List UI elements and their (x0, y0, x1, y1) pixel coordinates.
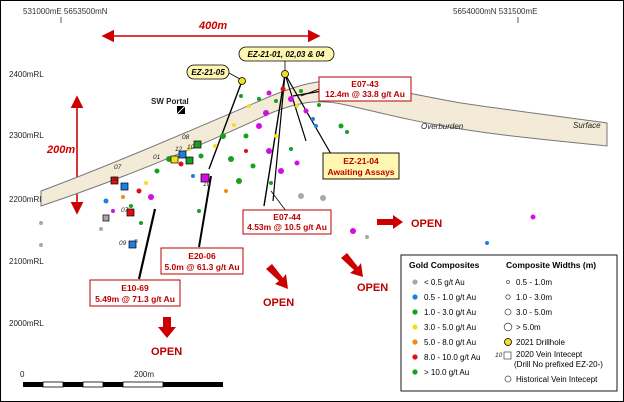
legend-vein-2020: 2020 Vein Intecept (516, 350, 583, 359)
legend-width-3: 3.0 - 5.0m (516, 308, 552, 317)
legend-width-2: 1.0 - 3.0m (516, 293, 552, 302)
callout-e07-43-value: 12.4m @ 33.8 g/t Au (325, 89, 405, 99)
sw-portal-label: SW Portal (151, 97, 189, 106)
tag-ez21-05-label: EZ-21-05 (191, 68, 225, 77)
legend-gold-5: 5.0 - 8.0 g/t Au (424, 338, 476, 347)
scale-200m-label: 200m (46, 144, 75, 156)
drillhole-traces (137, 73, 352, 280)
elev-2400: 2400mRL (9, 70, 44, 79)
legend-gold-items: < 0.5 g/t Au 0.5 - 1.0 g/t Au 1.0 - 3.0 … (412, 278, 480, 377)
callout-e20-06-title: E20-06 (188, 251, 216, 261)
callout-e07-43: E07-43 12.4m @ 33.8 g/t Au (300, 76, 412, 102)
elev-2300: 2300mRL (9, 131, 44, 140)
legend-2021-drillhole: 2021 Drillhole (516, 338, 565, 347)
legend-gold-3: 1.0 - 3.0 g/t Au (424, 308, 476, 317)
callout-e07-43-title: E07-43 (351, 79, 379, 89)
small-label-9: 10 (203, 181, 211, 188)
legend-gold-4: 3.0 - 5.0 g/t Au (424, 323, 476, 332)
tag-ez21-group (238, 46, 335, 62)
drillhole-collar-ez21-05 (238, 77, 246, 85)
small-label-7: 08 (182, 134, 190, 141)
coord-label-left: 531000mE 5653500mN (23, 7, 108, 16)
callout-e20-06: E20-06 5.0m @ 61.3 g/t Au (160, 247, 244, 275)
surface-label: Surface (573, 121, 601, 130)
coord-label-right: 5654000mN 531500mE (453, 7, 538, 16)
legend-gold-1: < 0.5 g/t Au (424, 278, 465, 287)
scale-bar: 0 200m (20, 370, 223, 388)
small-label-3: 07 (121, 207, 129, 214)
legend-width-title: Composite Widths (m) (506, 260, 596, 270)
elev-2200: 2200mRL (9, 195, 44, 204)
callout-ez21-04-pending: EZ-21-04 Awaiting Assays (322, 152, 400, 180)
legend-gold-6: 8.0 - 10.0 g/t Au (424, 353, 480, 362)
legend-2021-drillhole-icon (504, 338, 512, 346)
gold-composite-dots (39, 86, 536, 247)
legend-vein-2020-note: (Drill No prefixed EZ-20-) (514, 360, 603, 369)
open-label-southeast: OPEN (357, 282, 388, 294)
small-label-2: 09 (111, 176, 119, 183)
small-label-6: 12 (175, 146, 183, 153)
callout-e10-69-value: 5.49m @ 71.3 g/t Au (95, 294, 175, 304)
overburden-band (40, 80, 608, 207)
small-label-4: 09 (119, 240, 127, 247)
vein-intercept-squares (102, 140, 210, 249)
open-label-east: OPEN (411, 218, 442, 230)
open-arrows: OPEN OPEN OPEN OPEN (151, 215, 442, 358)
legend-gold-2: 0.5 - 1.0 g/t Au (424, 293, 476, 302)
legend-vein-2020-icon (503, 351, 512, 360)
scale-400m-label: 400m (198, 20, 227, 32)
scale-bar-start: 0 (20, 370, 25, 379)
pending-subtitle: Awaiting Assays (327, 167, 394, 177)
legend-historical: Historical Vein Intecept (516, 375, 598, 384)
legend-width-1: 0.5 - 1.0m (516, 278, 552, 287)
open-label-down: OPEN (151, 346, 182, 358)
legend-vein-2020-num: 10 (495, 352, 503, 359)
legend: Gold Composites Composite Widths (m) < 0… (400, 254, 618, 392)
callout-e10-69-title: E10-69 (121, 283, 149, 293)
tag-ez21-group-label: EZ-21-01, 02,03 & 04 (248, 50, 325, 59)
drillhole-collar-ez21-group (281, 70, 289, 78)
tag-ez21-05 (186, 64, 230, 80)
small-label-5: 01 (153, 154, 161, 161)
callout-e07-44: E07-44 4.53m @ 10.5 g/t Au (242, 190, 332, 235)
legend-gold-title: Gold Composites (409, 260, 480, 270)
open-label-south: OPEN (263, 297, 294, 309)
elev-2100: 2100mRL (9, 257, 44, 266)
elevation-labels: 2400mRL 2300mRL 2200mRL 2100mRL 2000mRL (9, 70, 44, 328)
scale-bar-end: 200m (134, 370, 154, 379)
small-label-8: 10 (187, 144, 195, 151)
pending-title: EZ-21-04 (343, 156, 379, 166)
legend-gold-7: > 10.0 g/t Au (424, 368, 469, 377)
callout-e07-44-title: E07-44 (273, 212, 301, 222)
callout-e07-44-value: 4.53m @ 10.5 g/t Au (247, 222, 327, 232)
legend-width-items: 0.5 - 1.0m 1.0 - 3.0m 3.0 - 5.0m > 5.0m … (495, 278, 603, 384)
small-label-1: 07 (114, 164, 122, 171)
callout-e20-06-value: 5.0m @ 61.3 g/t Au (164, 262, 239, 272)
legend-width-4: > 5.0m (516, 323, 541, 332)
small-labels: 07 09 07 09 01 12 08 10 10 (111, 134, 211, 247)
elev-2000: 2000mRL (9, 319, 44, 328)
overburden-label: Overburden (421, 122, 464, 131)
callout-e10-69: E10-69 5.49m @ 71.3 g/t Au (89, 279, 181, 307)
